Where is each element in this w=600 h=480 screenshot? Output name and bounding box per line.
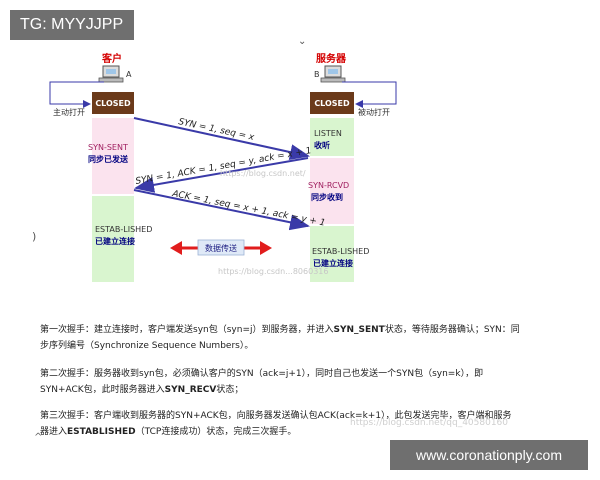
server-listen-label: LISTEN [314, 129, 342, 138]
server-syn-rcvd-cn: 同步收到 [311, 192, 343, 202]
client-label: 客户 [101, 52, 122, 65]
client-syn-sent-box [92, 118, 134, 194]
server-estab-cn: 已建立连接 [313, 258, 353, 268]
client-estab-box [92, 196, 134, 282]
ack-message: ACK = 1, seq = x + 1, ack = y + 1 [170, 189, 326, 229]
stray-mark-left: ) [32, 230, 36, 243]
watermark-3: https://blog.csdn.net/qq_40580160 [350, 418, 509, 428]
server-estab-box [310, 226, 354, 282]
tcp-handshake-diagram: ⌄ ) 客户 A 服务器 B CLOSED SYN-SENT 同步已发送 EST… [32, 36, 397, 282]
ack-arrow [133, 189, 310, 231]
watermark-2: https://blog.csdn...8060316 [218, 267, 328, 276]
watermark-1: https://blog.csdn.net/ [220, 169, 306, 178]
server-computer-icon [320, 65, 346, 83]
client-open-label: 主动打开 [53, 107, 85, 117]
client-closed-box [92, 92, 134, 114]
syn-ack-message: SYN = 1, ACK = 1, seq = y, ack = x + 1 [135, 146, 313, 187]
server-open-label: 被动打开 [358, 107, 390, 117]
server-listen-cn: 收听 [314, 140, 330, 150]
server-estab-label: ESTAB-LISHED [312, 247, 369, 256]
tg-tag: TG: MYYJJPP [10, 10, 134, 40]
server-open-line [342, 81, 397, 108]
client-estab-cn: 已建立连接 [95, 236, 135, 246]
data-transfer-arrow [170, 239, 272, 256]
client-syn-sent-cn: 同步已发送 [88, 154, 129, 164]
stray-mark-bottom: ^ [34, 432, 43, 443]
paragraph-2: 第二次握手：服务器收到syn包，必须确认客户的SYN（ack=j+1），同时自己… [40, 369, 484, 395]
syn-ack-arrow [134, 157, 309, 193]
server-listen-box [310, 118, 354, 156]
server-closed-box [310, 92, 354, 114]
server-label: 服务器 [316, 52, 347, 65]
client-open-line [49, 81, 104, 108]
client-computer-icon [98, 65, 124, 83]
stray-mark-top: ⌄ [298, 36, 306, 47]
site-tag: www.coronationply.com [390, 440, 588, 470]
server-letter: B [314, 70, 320, 79]
client-estab-label: ESTAB-LISHED [95, 225, 152, 234]
paragraph-1: 第一次握手：建立连接时，客户端发送syn包（syn=j）到服务器，并进入SYN_… [40, 325, 520, 351]
server-syn-rcvd-box [310, 158, 354, 224]
client-letter: A [126, 70, 132, 79]
client-syn-sent-label: SYN-SENT [88, 143, 128, 152]
client-closed-label: CLOSED [95, 99, 131, 108]
paragraph-3: 第三次握手：客户端收到服务器的SYN+ACK包，向服务器发送确认包ACK(ack… [40, 411, 512, 437]
server-syn-rcvd-label: SYN-RCVD [308, 181, 349, 190]
server-closed-label: CLOSED [314, 99, 350, 108]
data-transfer-label: 数据传送 [205, 243, 237, 253]
syn-arrow [133, 117, 310, 160]
